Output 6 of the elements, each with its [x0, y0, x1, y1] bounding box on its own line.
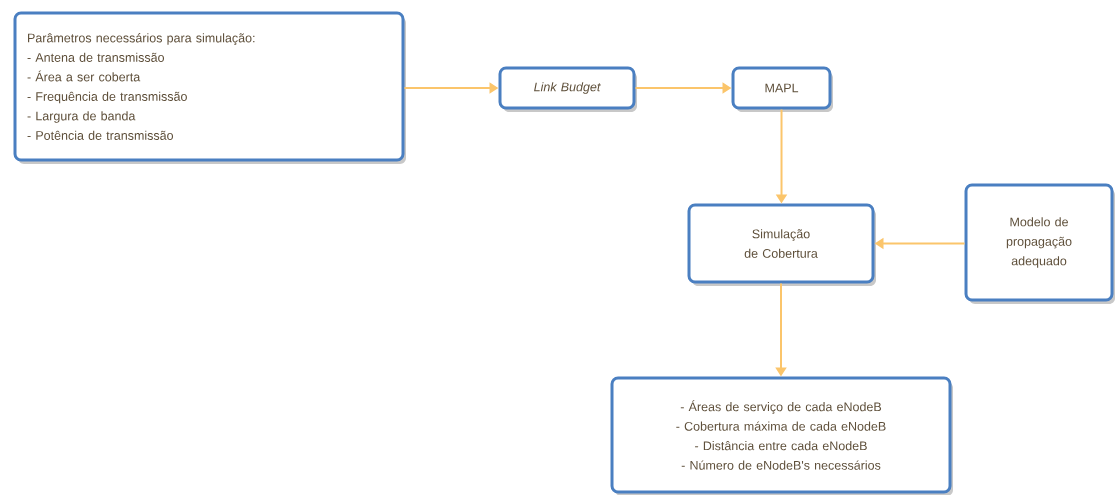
process-box: Modelo de propagação adequado	[964, 183, 1115, 304]
process-box: Link Budget	[498, 66, 637, 112]
process-box: Parâmetros necessários para simulação: - Antena de transmissão - Área a ser coberta - Frequência de transmissão - Largura de banda - Potência de transmissão	[13, 11, 406, 164]
process-box: Simulação de Cobertura	[687, 203, 876, 286]
process-box: MAPL	[731, 66, 833, 112]
process-box: - Áreas de serviço de cada eNodeB - Cobertura máxima de cada eNodeB - Distância entre cada eNodeB - Número de eNodeB's necessários	[610, 376, 953, 495]
